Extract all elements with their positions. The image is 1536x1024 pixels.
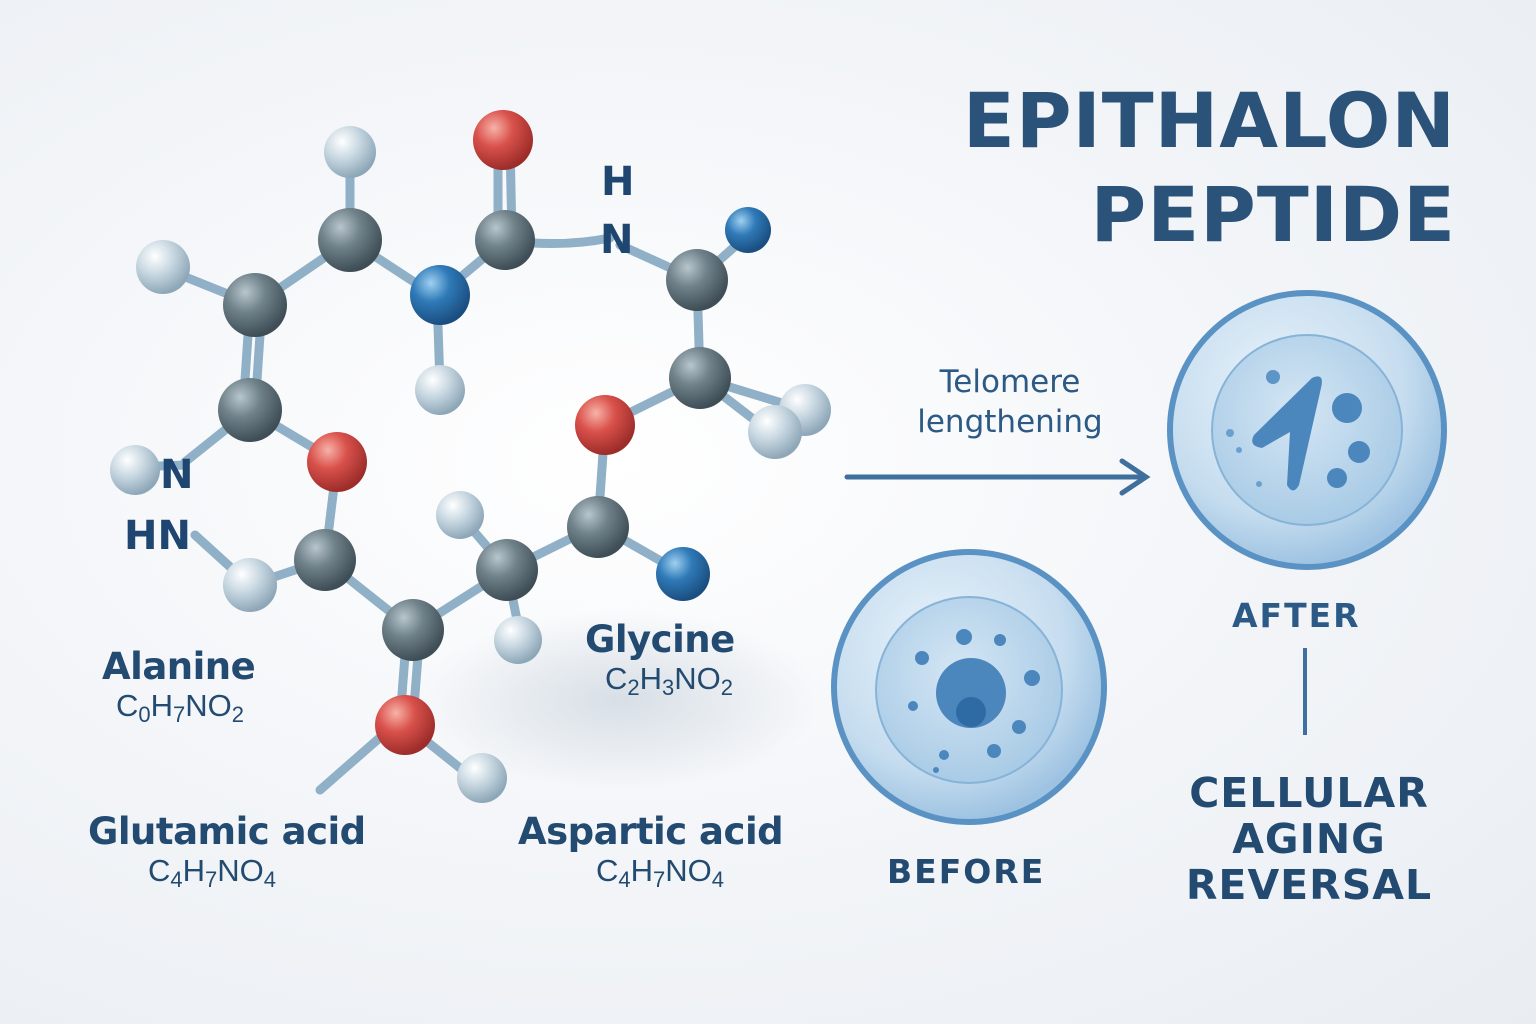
amino-acid-alanine: Alanine C0H7NO2 — [102, 645, 256, 728]
after-cell-illustration — [1167, 290, 1447, 570]
amino-acid-formula: C4H7NO4 — [596, 853, 725, 892]
amino-acid-name: Glutamic acid — [88, 810, 366, 853]
amino-acid-name: Alanine — [102, 645, 256, 688]
title-line-2: PEPTIDE — [1090, 170, 1456, 259]
before-label: BEFORE — [887, 852, 1046, 891]
molecule-atoms — [110, 110, 831, 803]
telomere-arrow — [844, 458, 1151, 496]
atom-label-n-left: N — [160, 452, 194, 498]
title-line-1: EPITHALON — [962, 76, 1456, 165]
amino-acid-aspartic-acid: Aspartic acid C4H7NO4 — [518, 810, 784, 893]
page-title: EPITHALON PEPTIDE — [963, 74, 1456, 262]
atom-label-n-top: N — [600, 217, 634, 263]
outcome-text: CELLULAR AGING REVERSAL — [1185, 769, 1433, 909]
amino-acid-formula: C4H7NO4 — [148, 853, 277, 892]
amino-acid-formula: C2H3NO2 — [605, 661, 734, 700]
telomere-label: Telomere lengthening — [917, 364, 1103, 440]
amino-acid-glycine: Glycine C2H3NO2 — [585, 618, 735, 701]
atom-label-hn-left: HN — [124, 513, 191, 559]
amino-acid-glutamic-acid: Glutamic acid C4H7NO4 — [88, 810, 366, 893]
atom-label-h-top: H — [601, 159, 635, 205]
after-label: AFTER — [1232, 596, 1361, 635]
amino-acid-name: Glycine — [585, 618, 735, 661]
amino-acid-name: Aspartic acid — [518, 810, 784, 853]
amino-acid-formula: C0H7NO2 — [116, 688, 245, 727]
before-cell-illustration — [831, 549, 1107, 825]
